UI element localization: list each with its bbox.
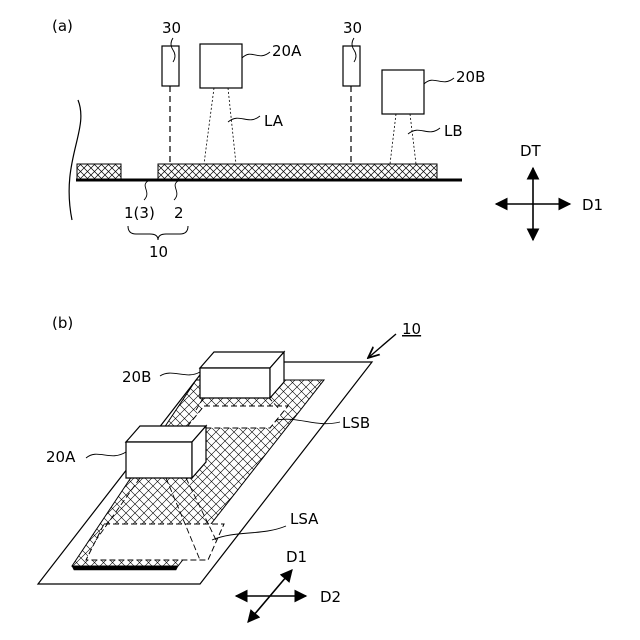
panel-b-label: (b) bbox=[52, 314, 73, 332]
unit-20a bbox=[200, 44, 242, 88]
axis-d1-b-label: D1 bbox=[286, 548, 307, 566]
beam-lb-right bbox=[410, 114, 416, 164]
beam-la-left bbox=[204, 88, 214, 164]
panel-a: (a) 30 30 20A LA 20B LB bbox=[52, 17, 603, 261]
spot-lsa bbox=[86, 524, 224, 560]
unit-20b-b-label: 20B bbox=[122, 368, 151, 386]
unit-20a-box bbox=[126, 426, 206, 478]
sensor-left bbox=[162, 46, 179, 86]
axis-d2-b-label: D2 bbox=[320, 588, 341, 606]
unit-20b-leader bbox=[424, 78, 454, 84]
beam-la-right bbox=[228, 88, 236, 164]
spot-lsb bbox=[186, 406, 288, 428]
sensor-right bbox=[343, 46, 360, 86]
assembly-b-label: 10 bbox=[402, 320, 421, 338]
unit-20a-b-leader bbox=[86, 452, 126, 458]
assembly-arrow bbox=[368, 334, 396, 358]
break-line bbox=[69, 100, 81, 220]
lower-part-leader bbox=[144, 181, 148, 200]
unit-20b bbox=[382, 70, 424, 114]
unit-20b-b-leader bbox=[160, 372, 200, 376]
beam-lb-label: LB bbox=[444, 122, 463, 140]
upper-part-leader bbox=[174, 181, 178, 200]
lower-part-label: 1(3) bbox=[124, 204, 155, 222]
spot-lsa-label: LSA bbox=[290, 510, 319, 528]
beam-lb-leader bbox=[408, 128, 440, 134]
unit-20a-b-label: 20A bbox=[46, 448, 76, 466]
assembly-label: 10 bbox=[149, 243, 168, 261]
unit-20a-leader bbox=[242, 52, 270, 58]
axis-d1-b-arrow bbox=[270, 570, 292, 596]
layer-segment-main bbox=[158, 164, 437, 180]
beam-la-leader bbox=[228, 116, 260, 122]
axis-d1-b-arrow-back bbox=[248, 596, 270, 622]
axis-d1-label: D1 bbox=[582, 196, 603, 214]
beam-lb-left bbox=[390, 114, 396, 164]
layer-segment-left bbox=[77, 164, 121, 180]
beam-la-label: LA bbox=[264, 112, 284, 130]
unit-20b-label: 20B bbox=[456, 68, 485, 86]
unit-20b-box bbox=[200, 352, 284, 398]
hatched-layer-edge bbox=[72, 566, 178, 570]
assembly-brace bbox=[128, 226, 188, 240]
panel-b: (b) 10 20B bbox=[38, 314, 421, 622]
axis-dt-label: DT bbox=[520, 142, 542, 160]
unit-20a-label: 20A bbox=[272, 42, 302, 60]
sensor-left-num: 30 bbox=[162, 19, 181, 37]
upper-part-label: 2 bbox=[174, 204, 184, 222]
spot-lsb-label: LSB bbox=[342, 414, 370, 432]
sensor-right-num: 30 bbox=[343, 19, 362, 37]
panel-a-label: (a) bbox=[52, 17, 73, 35]
